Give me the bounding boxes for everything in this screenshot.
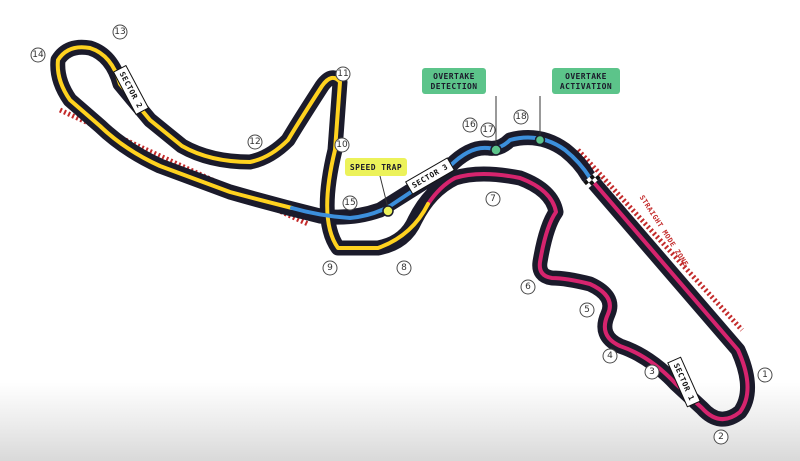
overtake-detection-label-1: OVERTAKE xyxy=(433,72,475,81)
svg-text:18: 18 xyxy=(515,112,527,122)
turn-18-marker: 18 xyxy=(513,109,529,125)
svg-text:9: 9 xyxy=(327,263,333,273)
svg-text:11: 11 xyxy=(337,69,348,79)
turn-9-marker: 9 xyxy=(322,260,338,276)
svg-text:14: 14 xyxy=(32,50,44,60)
turn-16-marker: 16 xyxy=(462,117,478,133)
speed-trap-callout xyxy=(345,158,407,176)
turn-6-marker: 6 xyxy=(520,279,536,295)
overtake-detection-label-2: DETECTION xyxy=(431,82,478,91)
svg-text:7: 7 xyxy=(490,194,496,204)
speed-trap-marker xyxy=(382,205,394,217)
sector-1-line xyxy=(426,172,750,421)
overtake-detection-marker xyxy=(490,144,502,156)
turn-5-marker: 5 xyxy=(579,302,595,318)
svg-text:13: 13 xyxy=(114,27,125,37)
overtake-detection-callout xyxy=(422,68,486,94)
svg-text:4: 4 xyxy=(607,351,613,361)
turn-11-marker: 11 xyxy=(335,66,351,82)
turn-2-marker: 2 xyxy=(713,429,729,445)
svg-text:12: 12 xyxy=(249,137,260,147)
overtake-activation-label-1: OVERTAKE xyxy=(565,72,607,81)
turn-13-marker: 13 xyxy=(112,24,128,40)
turn-17-marker: 17 xyxy=(480,122,496,138)
turn-15-marker: 15 xyxy=(342,195,358,211)
turn-8-marker: 8 xyxy=(396,260,412,276)
turn-1-marker: 1 xyxy=(757,367,773,383)
overtake-activation-callout xyxy=(552,68,620,94)
turn-3-marker: 3 xyxy=(644,364,660,380)
straight-mode-zone-marker xyxy=(576,148,744,332)
sector-3-line xyxy=(290,135,592,220)
turn-14-marker: 14 xyxy=(30,47,46,63)
svg-text:1: 1 xyxy=(762,370,768,380)
svg-text:6: 6 xyxy=(525,282,531,292)
speed-trap-label: SPEED TRAP xyxy=(350,163,402,172)
svg-text:16: 16 xyxy=(464,120,476,130)
overtake-activation-marker xyxy=(534,134,546,146)
turn-10-marker: 10 xyxy=(334,137,350,153)
turn-4-marker: 4 xyxy=(602,348,618,364)
turn-7-marker: 7 xyxy=(485,191,501,207)
svg-text:5: 5 xyxy=(584,305,590,315)
svg-text:8: 8 xyxy=(401,263,407,273)
start-finish-line xyxy=(583,171,601,189)
sector-1-label: SECTOR 1 xyxy=(667,356,701,408)
overtake-activation-label-2: ACTIVATION xyxy=(560,82,612,91)
svg-text:17: 17 xyxy=(482,125,493,135)
svg-text:15: 15 xyxy=(344,198,355,208)
turn-12-marker: 12 xyxy=(247,134,263,150)
svg-text:10: 10 xyxy=(336,140,348,150)
speed-trap-leader xyxy=(379,175,389,209)
svg-text:3: 3 xyxy=(649,367,655,377)
svg-text:2: 2 xyxy=(718,432,724,442)
sector-2-line xyxy=(55,45,430,250)
